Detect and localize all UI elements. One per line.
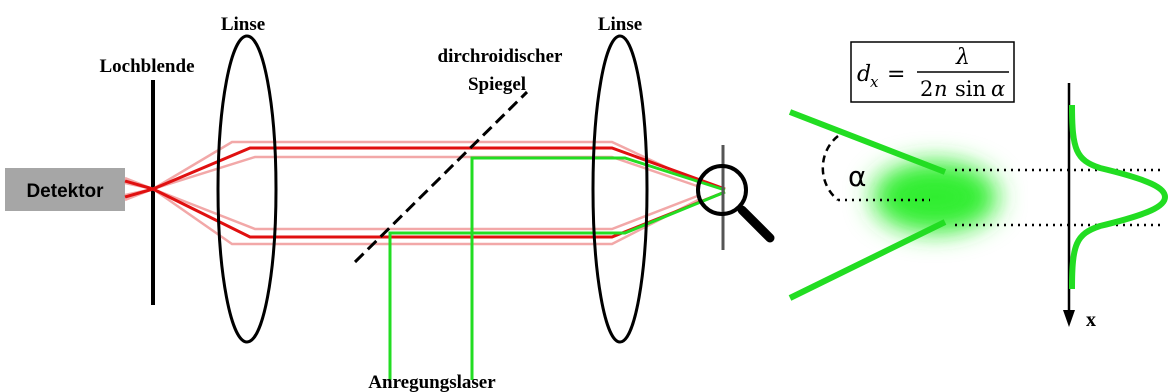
detector-label: Detektor xyxy=(26,181,104,202)
formula-sin: sin xyxy=(955,77,986,101)
alpha-label: α xyxy=(848,160,866,193)
formula-subscript: x xyxy=(870,73,879,91)
excitation-laser-label: Anregungslaser xyxy=(368,372,496,392)
formula-n: n xyxy=(934,77,948,101)
angle-arc xyxy=(821,135,839,201)
resolution-formula: d x = λ 2 n sin α xyxy=(857,45,1009,101)
lens-left xyxy=(216,34,278,344)
lens-left-label: Linse xyxy=(221,14,265,35)
dotted-guides xyxy=(838,168,1160,227)
formula-equals: = xyxy=(887,62,905,87)
mirror-label-line2: Spiegel xyxy=(468,74,526,95)
formula-d: d xyxy=(857,62,871,87)
formula-alpha: α xyxy=(991,77,1005,101)
cone-upper xyxy=(788,109,947,175)
focal-spot-core xyxy=(887,173,983,221)
lens-right-label: Linse xyxy=(598,14,642,35)
mirror-label-line1: dirchroidischer xyxy=(438,46,563,67)
detector-box xyxy=(5,168,125,211)
formula-numerator: λ xyxy=(955,45,970,70)
formula-coef: 2 xyxy=(920,77,933,101)
intensity-profile xyxy=(1069,104,1169,290)
pinhole-label: Lochblende xyxy=(99,56,194,77)
x-axis-arrow xyxy=(1063,310,1075,327)
excitation-beam xyxy=(388,156,726,380)
cone-lower xyxy=(788,219,947,301)
lens-right xyxy=(591,34,649,344)
x-axis-label: x xyxy=(1086,309,1096,331)
dichroic-mirror xyxy=(353,90,529,264)
magnifier-icon xyxy=(696,164,775,243)
